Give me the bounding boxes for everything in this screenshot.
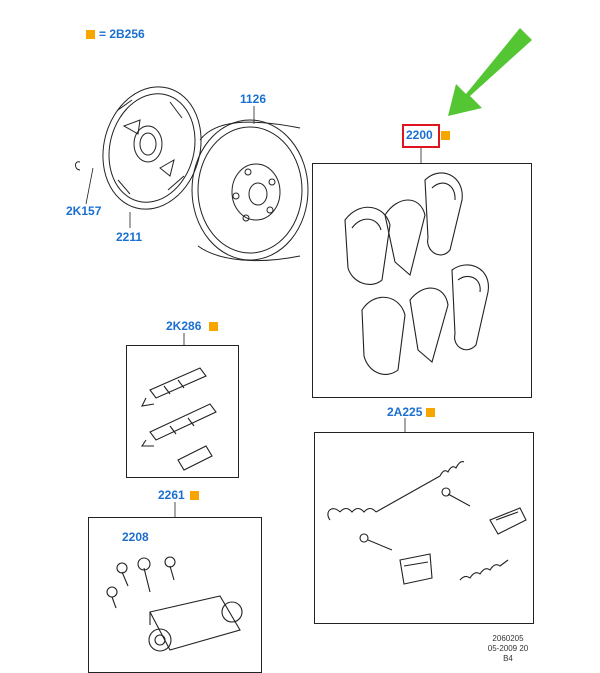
- footer-line-1: 2060205: [492, 634, 524, 643]
- footer-line-3: B4: [503, 654, 513, 663]
- marker-2200: [441, 131, 450, 140]
- part-label-2200: 2200: [406, 128, 433, 142]
- marker-2K286: [209, 322, 218, 331]
- adjuster-box: [126, 345, 239, 478]
- part-label-2208: 2208: [122, 530, 149, 544]
- spring-kit-box: [314, 432, 534, 624]
- marker-2A225: [426, 408, 435, 417]
- part-label-2K286: 2K286: [166, 319, 202, 333]
- part-label-2K157: 2K157: [66, 204, 102, 218]
- legend-marker: [86, 30, 95, 39]
- legend-text: = 2B256: [99, 27, 145, 41]
- part-label-2A225: 2A225: [387, 405, 423, 419]
- backing-plate-2211: [75, 86, 202, 210]
- wheel-cylinder-box: [88, 517, 262, 673]
- brake-drum-1126: [191, 119, 309, 262]
- footer-line-2: 05-2009 20: [487, 644, 529, 653]
- brake-shoes-box: [312, 163, 532, 398]
- part-label-2261: 2261: [158, 488, 185, 502]
- highlight-box-2200: [402, 124, 440, 148]
- diagram-footer: 2060205 05-2009 20 B4: [476, 634, 540, 664]
- marker-2261: [190, 491, 199, 500]
- arrow-pointer-icon: [448, 28, 532, 116]
- part-label-2211: 2211: [116, 230, 143, 244]
- part-label-1126: 1126: [240, 92, 267, 106]
